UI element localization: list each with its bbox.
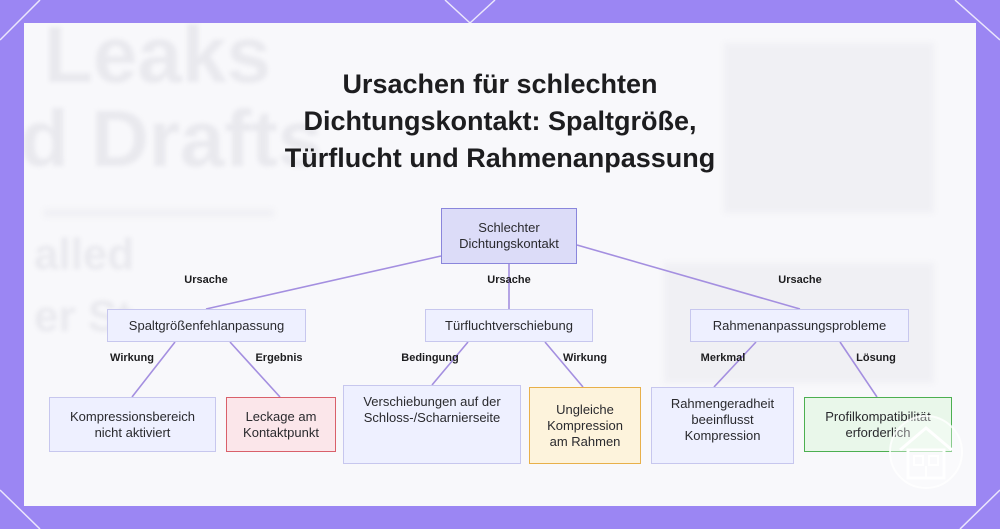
node-lock-hinge-shift: Verschiebungen auf der Schloss-/Scharnie… <box>343 385 521 464</box>
edge-root-gap <box>205 255 442 310</box>
node-gap-mismatch: Spaltgrößenfehlanpassung <box>107 309 306 342</box>
house-logo-icon <box>889 415 963 489</box>
node-leak-contact-point: Leckage am Kontaktpunkt <box>226 397 336 452</box>
frame-diagonal <box>0 489 41 529</box>
edge-label-effect: Wirkung <box>563 352 607 364</box>
edge-label-effect: Wirkung <box>110 352 154 364</box>
title-line: Ursachen für schlechten <box>342 69 658 99</box>
edge-label-cause: Ursache <box>184 274 228 286</box>
edge-root-frame <box>576 244 801 310</box>
edge-frame-feature <box>713 341 757 388</box>
page-title: Ursachen für schlechten Dichtungskontakt… <box>24 66 976 177</box>
background-window <box>724 43 934 213</box>
edge-align-effect <box>544 341 584 388</box>
node-alignment-shift: Türfluchtverschiebung <box>425 309 593 342</box>
node-uneven-compression: Ungleiche Kompression am Rahmen <box>529 387 641 464</box>
frame-diagonal <box>469 0 496 24</box>
title-line: Dichtungskontakt: Spaltgröße, <box>303 106 697 136</box>
frame-diagonal <box>959 489 1000 529</box>
edge-gap-effect <box>131 341 176 398</box>
edge-label-result: Ergebnis <box>255 352 303 364</box>
frame-diagonal <box>0 0 41 41</box>
node-frame-straightness: Rahmengeradheit beeinflusst Kompression <box>651 387 794 464</box>
edge-frame-solution <box>839 341 878 398</box>
node-compression-inactive: Kompressionsbereich nicht aktiviert <box>49 397 216 452</box>
background-text: Leaks <box>44 23 271 99</box>
edge-label-cause: Ursache <box>778 274 822 286</box>
title-line: Türflucht und Rahmenanpassung <box>284 143 716 173</box>
edge-align-condition <box>431 341 469 386</box>
edge-label-cause: Ursache <box>487 274 531 286</box>
background-text: alled <box>34 230 135 279</box>
edge-label-solution: Lösung <box>856 352 896 364</box>
edge-gap-result <box>229 341 281 398</box>
frame-diagonal <box>444 0 471 24</box>
background-text: d Drafts <box>24 94 323 183</box>
edge-label-condition: Bedingung <box>401 352 459 364</box>
node-root: Schlechter Dichtungskontakt <box>441 208 577 264</box>
node-profile-compatibility: Profilkompatibilität erforderlich <box>804 397 952 452</box>
background-line <box>44 209 274 217</box>
node-frame-fit: Rahmenanpassungsprobleme <box>690 309 909 342</box>
frame-diagonal <box>954 0 1000 41</box>
edge-label-feature: Merkmal <box>700 352 746 364</box>
